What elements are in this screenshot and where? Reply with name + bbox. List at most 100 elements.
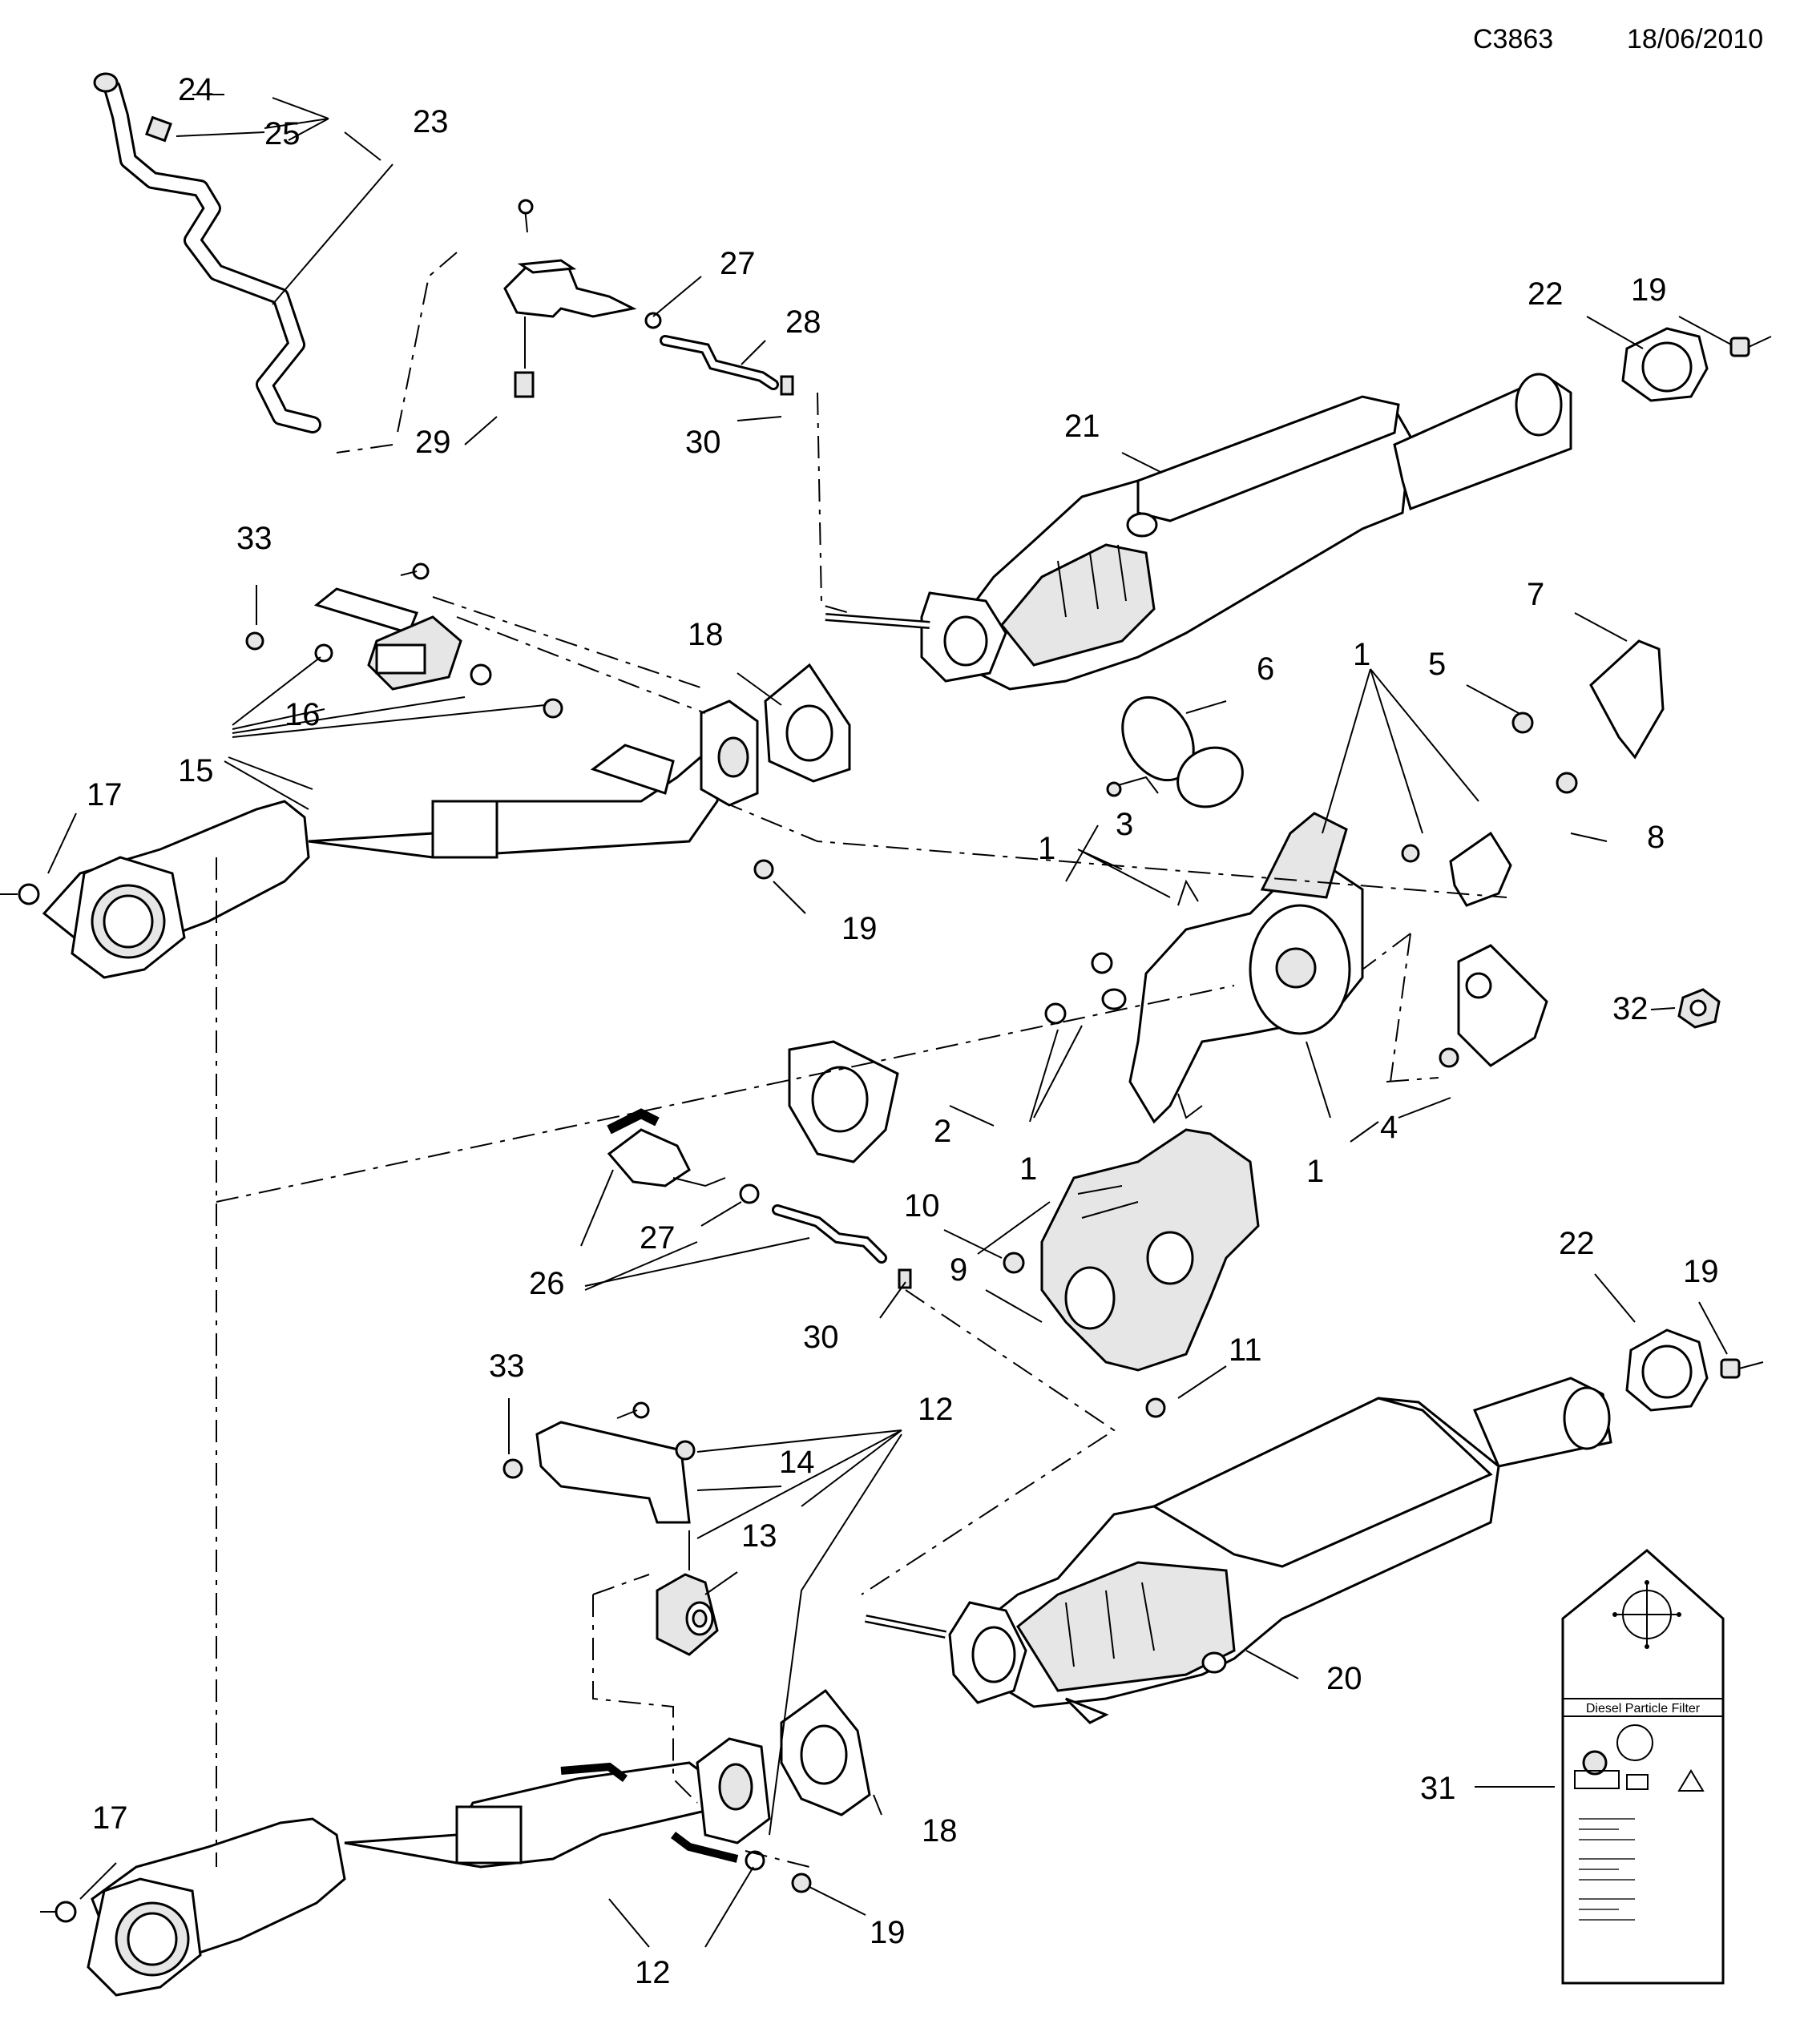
callout-19: 19 [1631, 272, 1667, 308]
rubber-mount-13 [656, 1530, 719, 1656]
grommet-27 [644, 312, 662, 329]
callout-30: 30 [803, 1320, 839, 1355]
callout-28: 28 [785, 304, 821, 340]
dpf-label-title: Diesel Particle Filter [1586, 1702, 1701, 1715]
nut-32 [1677, 988, 1721, 1029]
nut-19-lower-right [1720, 1358, 1764, 1379]
callout-33: 33 [236, 521, 272, 556]
callout-20: 20 [1326, 1661, 1362, 1696]
clip-29 [514, 371, 535, 398]
gasket-22-upper [1621, 327, 1709, 402]
callout-8: 8 [1647, 820, 1665, 855]
bolt-5 [1511, 712, 1534, 734]
callout-10: 10 [904, 1188, 940, 1224]
callout-26: 26 [529, 1266, 565, 1301]
nut-12-upper [675, 1440, 696, 1461]
callout-27: 27 [720, 246, 756, 281]
catalytic-converter-1 [1044, 812, 1364, 1124]
callout-14: 14 [779, 1445, 815, 1480]
callout-6: 6 [1257, 651, 1274, 687]
pressure-hose-23 [93, 72, 321, 433]
bolt-10 [1003, 1252, 1025, 1274]
callout-16: 16 [285, 697, 321, 732]
lower-sensor-bracket [607, 1108, 912, 1289]
callout-5: 5 [1428, 647, 1446, 682]
front-pipe-lower [40, 1737, 812, 1997]
callout-25: 25 [264, 116, 301, 151]
gasket-18-lower [780, 1688, 871, 1816]
callout-21: 21 [1064, 409, 1100, 444]
leader-lines [47, 94, 1732, 1948]
diesel-particle-filter-lower-20 [865, 1377, 1612, 1724]
callout-13: 13 [741, 1518, 777, 1554]
clip-30-lower [898, 1268, 912, 1289]
callout-labels: 24 25 23 27 28 22 19 29 30 21 33 18 1 7 … [87, 72, 1719, 1990]
dpf-label-tag-31: Diesel Particle Filter [1561, 1549, 1725, 1985]
grommet-27-lower [739, 1183, 760, 1204]
callout-19: 19 [870, 1915, 906, 1950]
callout-1: 1 [1306, 1154, 1324, 1189]
callout-17: 17 [92, 1800, 128, 1836]
gasket-22-lower [1625, 1328, 1709, 1412]
callout-12: 12 [918, 1392, 954, 1427]
nut-11 [1145, 1397, 1166, 1418]
nut-15 [543, 698, 563, 719]
upper-hanger-bracket [245, 562, 563, 719]
clip-30 [780, 375, 794, 396]
callout-24: 24 [178, 72, 214, 107]
dashed-connector-lines [216, 252, 1507, 1868]
nut-33-lower [502, 1458, 523, 1479]
bracket-7 [1401, 639, 1665, 907]
callout-23: 23 [413, 104, 449, 139]
front-pipe-upper [0, 699, 759, 979]
callout-33: 33 [489, 1349, 525, 1384]
callout-15: 15 [178, 753, 214, 788]
callout-22: 22 [1559, 1226, 1595, 1261]
bracket-4 [1439, 944, 1548, 1068]
callout-17: 17 [87, 777, 123, 812]
lower-hanger-bracket [502, 1401, 696, 1524]
hose-cap-24 [93, 72, 119, 93]
diagram-date: 18/06/2010 [1627, 24, 1764, 54]
flange-gasket-6 [1106, 695, 1195, 797]
callout-2: 2 [934, 1114, 951, 1149]
callout-27: 27 [640, 1220, 676, 1256]
washer-12-lower [745, 1850, 765, 1871]
callout-22: 22 [1528, 276, 1564, 312]
callout-19: 19 [1683, 1254, 1719, 1289]
seal-ring-3 [1176, 746, 1244, 808]
gasket-2 [788, 1040, 899, 1163]
callout-31: 31 [1420, 1771, 1456, 1806]
gasket-18-upper [764, 663, 851, 783]
callout-1: 1 [1038, 831, 1055, 866]
callout-11: 11 [1229, 1332, 1262, 1368]
washer-17-upper [18, 883, 40, 905]
upper-sensor-bracket [503, 199, 794, 398]
heat-shield-9 [1040, 1128, 1260, 1372]
callout-18: 18 [922, 1813, 958, 1848]
hose-clip-25 [145, 115, 172, 143]
callout-30: 30 [685, 425, 721, 460]
callout-7: 7 [1527, 577, 1544, 612]
callout-12: 12 [635, 1955, 671, 1990]
washer-16b [470, 663, 492, 686]
diagram-code: C3863 [1473, 24, 1554, 54]
callout-19: 19 [841, 911, 878, 946]
callout-29: 29 [415, 425, 451, 460]
callout-9: 9 [950, 1252, 967, 1288]
callout-18: 18 [688, 617, 724, 652]
callout-1: 1 [1019, 1151, 1037, 1187]
bolt-8 [1556, 772, 1578, 794]
washer-1b [1044, 1002, 1067, 1025]
diesel-particle-filter-upper-21 [825, 373, 1572, 691]
nut-19-lower [791, 1873, 812, 1893]
washer-17-lower [54, 1901, 77, 1923]
nut-33-upper [245, 631, 264, 651]
washer-1a [1091, 952, 1113, 974]
nut-19-upper [1729, 336, 1772, 357]
nut-19-mid [753, 859, 774, 880]
callout-3: 3 [1116, 807, 1133, 842]
callout-1: 1 [1353, 637, 1370, 672]
